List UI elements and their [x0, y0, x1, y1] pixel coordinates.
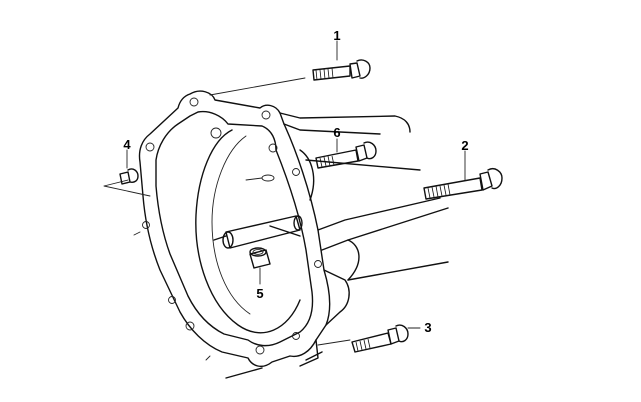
callout-4: 4: [123, 137, 131, 152]
callout-1: 1: [333, 28, 340, 43]
flange-holes: [142, 97, 322, 355]
sleeve-part-5: [249, 247, 271, 285]
callout-5: 5: [256, 286, 263, 301]
callout-2: 2: [461, 138, 468, 153]
bolt-part-3: [351, 324, 421, 353]
bolt-part-6: [315, 138, 377, 169]
callout-3: 3: [424, 320, 431, 335]
input-shaft: [213, 215, 303, 249]
bolt-part-1: [312, 40, 371, 81]
bolt-part-4: [119, 149, 139, 185]
transmission-housing: [103, 77, 449, 379]
callout-6: 6: [333, 125, 340, 140]
bolt-part-2: [423, 150, 503, 200]
callout-labels: 1 2 3 4 5 6: [123, 28, 468, 335]
